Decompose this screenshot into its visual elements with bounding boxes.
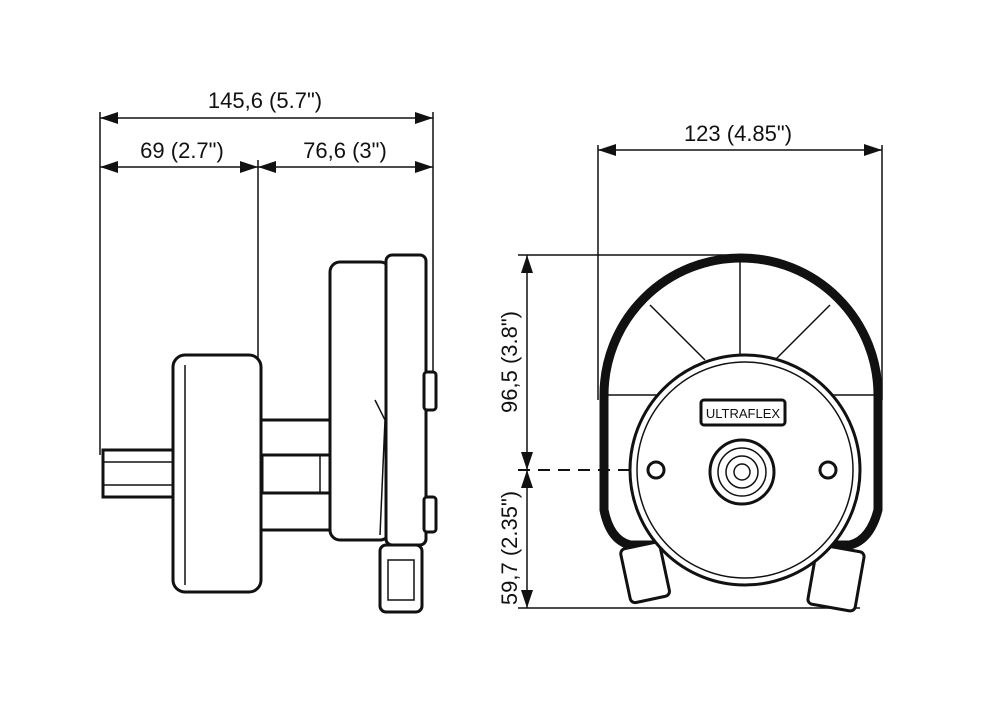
cable-fitting [378, 543, 424, 614]
side-view: 145,6 (5.7") 69 (2.7") 76,6 (3") [99, 88, 438, 614]
overall-width-label: 145,6 (5.7") [208, 88, 322, 113]
mounting-hole-right [818, 460, 838, 480]
right-width-label: 76,6 (3") [303, 138, 387, 163]
hub [171, 353, 263, 594]
mounting-plate [384, 253, 428, 547]
shaft [101, 448, 177, 499]
front-view: 123 (4.85") 96,5 (3.8") 59,7 (2.35") ULT… [497, 121, 883, 613]
front-width-label: 123 (4.85") [684, 121, 792, 146]
lower-height-label: 59,7 (2.35") [497, 491, 522, 605]
left-width-label: 69 (2.7") [140, 138, 224, 163]
upper-height-label: 96,5 (3.8") [497, 311, 522, 413]
brand-label: ULTRAFLEX [706, 406, 780, 421]
shaft-hub [708, 438, 776, 506]
mounting-hole-left [646, 460, 666, 480]
brand-badge [699, 398, 787, 427]
